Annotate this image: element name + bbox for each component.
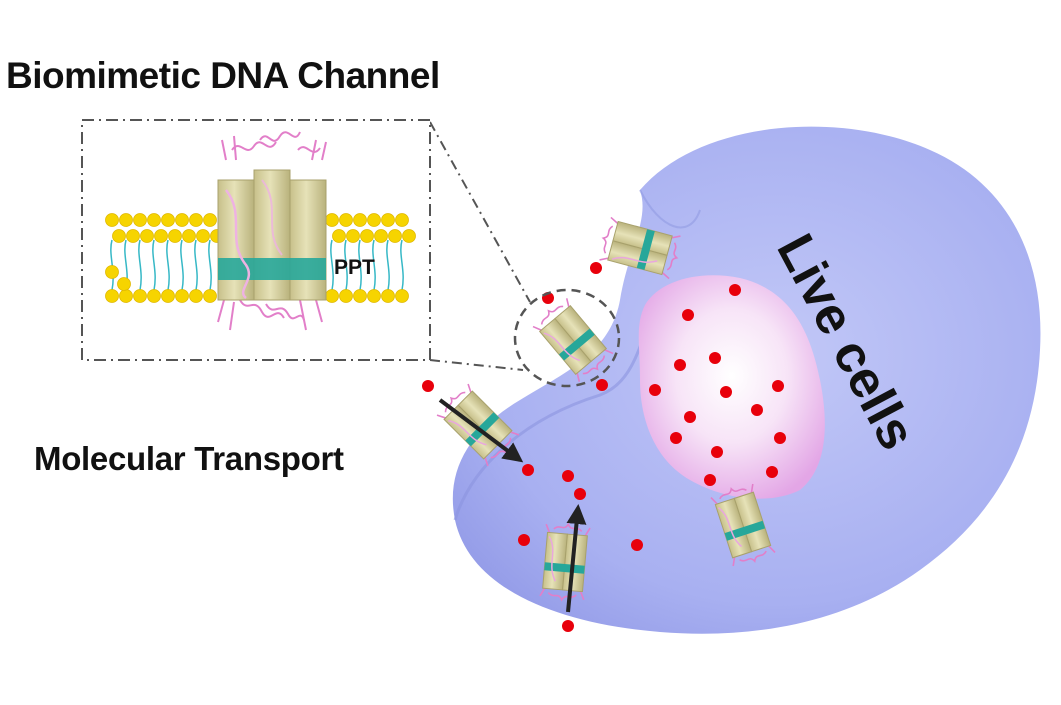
cargo-dot xyxy=(766,466,778,478)
lipid-bilayer xyxy=(105,213,416,303)
zoom-connector xyxy=(429,359,524,371)
cargo-dot xyxy=(772,380,784,392)
cargo-dot xyxy=(574,488,586,500)
cargo-dot xyxy=(674,359,686,371)
cargo-dot xyxy=(711,446,723,458)
cargo-dot xyxy=(684,411,696,423)
lipid-tails xyxy=(110,239,404,291)
cargo-dot xyxy=(596,379,608,391)
zoom-connector xyxy=(429,121,531,303)
cargo-dot xyxy=(562,470,574,482)
cargo-dot xyxy=(704,474,716,486)
transport-arrow xyxy=(438,398,524,463)
cargo-dot xyxy=(751,404,763,416)
zoom-circle xyxy=(513,288,621,388)
cargo-dot xyxy=(422,380,434,392)
diagram-title: Biomimetic DNA Channel xyxy=(6,55,440,96)
transport-arrow xyxy=(566,504,587,613)
dna-channel-detail xyxy=(217,131,327,331)
cargo-molecules xyxy=(422,262,786,632)
cargo-dot xyxy=(518,534,530,546)
cargo-dot xyxy=(631,539,643,551)
cargo-dot xyxy=(590,262,602,274)
cargo-dot xyxy=(522,464,534,476)
cargo-dot xyxy=(774,432,786,444)
cargo-dot xyxy=(720,386,732,398)
cargo-dot xyxy=(729,284,741,296)
cargo-dot xyxy=(682,309,694,321)
molecular-transport-label: Molecular Transport xyxy=(34,440,344,477)
cargo-dot xyxy=(709,352,721,364)
cargo-dot xyxy=(670,432,682,444)
cargo-dot xyxy=(562,620,574,632)
lipid-heads xyxy=(105,213,416,303)
cargo-dot xyxy=(649,384,661,396)
ppt-label: PPT xyxy=(334,256,375,279)
